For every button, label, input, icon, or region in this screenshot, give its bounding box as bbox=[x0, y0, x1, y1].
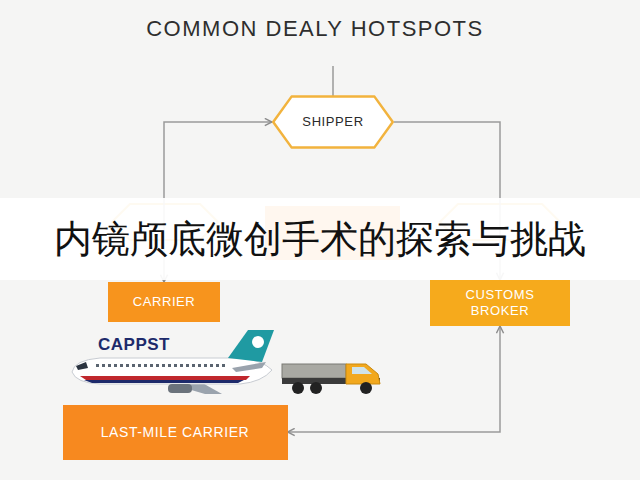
airplane bbox=[72, 330, 274, 394]
plane-body bbox=[72, 358, 272, 384]
process-box: CARRIER bbox=[108, 282, 220, 322]
wheel bbox=[310, 382, 322, 394]
process-box: CUSTOMS BROKER bbox=[430, 280, 570, 326]
truck bbox=[282, 364, 380, 394]
window bbox=[126, 364, 129, 367]
truck-cargo bbox=[282, 364, 346, 378]
window bbox=[222, 364, 225, 367]
wheel bbox=[292, 382, 304, 394]
node-label: SHIPPER bbox=[302, 114, 363, 130]
truck-window bbox=[352, 367, 372, 374]
plane-tail bbox=[228, 330, 274, 362]
cockpit bbox=[76, 362, 88, 370]
flow-connector bbox=[288, 326, 501, 432]
window bbox=[186, 364, 189, 367]
hexagon-node: SHIPPER bbox=[272, 95, 394, 149]
window bbox=[138, 364, 141, 367]
window bbox=[180, 364, 183, 367]
window bbox=[108, 364, 111, 367]
window bbox=[150, 364, 153, 367]
node-label: CUSTOMS BROKER bbox=[455, 287, 545, 318]
watermark-text: 内镜颅底微创手术的探索与挑战 bbox=[54, 214, 586, 265]
node-label: LAST-MILE CARRIER bbox=[101, 424, 250, 441]
window bbox=[114, 364, 117, 367]
window bbox=[216, 364, 219, 367]
plane-windows bbox=[96, 364, 225, 367]
tail-logo bbox=[252, 336, 264, 348]
process-box: LAST-MILE CARRIER bbox=[63, 405, 288, 460]
node-label: CARRIER bbox=[133, 294, 196, 310]
window bbox=[144, 364, 147, 367]
stabilizer bbox=[232, 362, 266, 372]
window bbox=[156, 364, 159, 367]
truck-cab bbox=[346, 364, 380, 384]
window bbox=[198, 364, 201, 367]
plane-stripe bbox=[84, 380, 244, 383]
engine bbox=[168, 384, 192, 393]
window bbox=[204, 364, 207, 367]
window bbox=[96, 364, 99, 367]
window bbox=[120, 364, 123, 367]
window bbox=[192, 364, 195, 367]
window bbox=[168, 364, 171, 367]
watermark-band: 内镜颅底微创手术的探索与挑战 bbox=[0, 198, 640, 280]
plane-stripe bbox=[80, 376, 250, 380]
window bbox=[132, 364, 135, 367]
window bbox=[102, 364, 105, 367]
plane-livery-text: CAPPST bbox=[98, 335, 170, 355]
window bbox=[210, 364, 213, 367]
wheel bbox=[360, 382, 372, 394]
window bbox=[162, 364, 165, 367]
diagram-title: COMMON DEALY HOTSPOTS bbox=[0, 16, 630, 42]
lead-line bbox=[332, 66, 334, 96]
window bbox=[174, 364, 177, 367]
